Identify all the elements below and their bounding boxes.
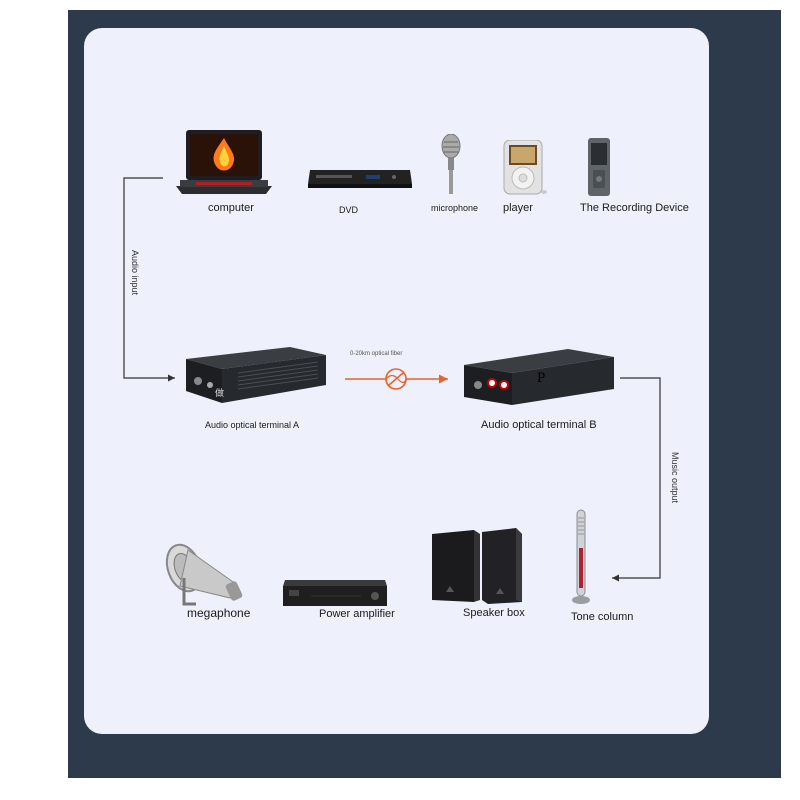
terminal-a-device [186,347,326,403]
terminal-a-label: Audio optical terminal A [205,420,300,430]
speaker-box-icon [432,528,522,604]
terminal-b-label: Audio optical terminal B [481,419,597,431]
source-label-computer: computer [208,202,254,214]
laptop-icon [176,130,272,194]
power-amplifier-icon [283,580,387,606]
terminal-a-mark: 做 [215,388,225,398]
source-label-recording-device: The Recording Device [580,202,689,214]
fiber-label: 0-20km optical fiber [350,351,403,357]
media-player-icon [503,140,547,195]
microphone-icon [441,134,461,194]
audio-input-line [123,177,175,382]
output-label-speaker-box: Speaker box [463,607,525,619]
terminal-b-device [464,349,614,405]
recording-device-icon [588,138,610,196]
dvd-player-icon [308,170,412,188]
output-label-power-amplifier: Power amplifier [319,608,395,620]
source-label-player: player [503,202,533,214]
output-label-tone-column: Tone column [571,611,634,623]
source-label-dvd: DVD [339,205,359,215]
audio-input-label: Audio input [130,250,140,296]
music-output-label: Music output [670,452,680,504]
tone-column-icon [572,509,590,604]
terminal-b-mark: P [537,370,546,386]
source-label-microphone: microphone [431,203,479,213]
output-label-megaphone: megaphone [187,606,251,620]
megaphone-icon [165,543,243,606]
fiber-coupler-icon [385,368,407,390]
music-output-line [612,377,661,582]
